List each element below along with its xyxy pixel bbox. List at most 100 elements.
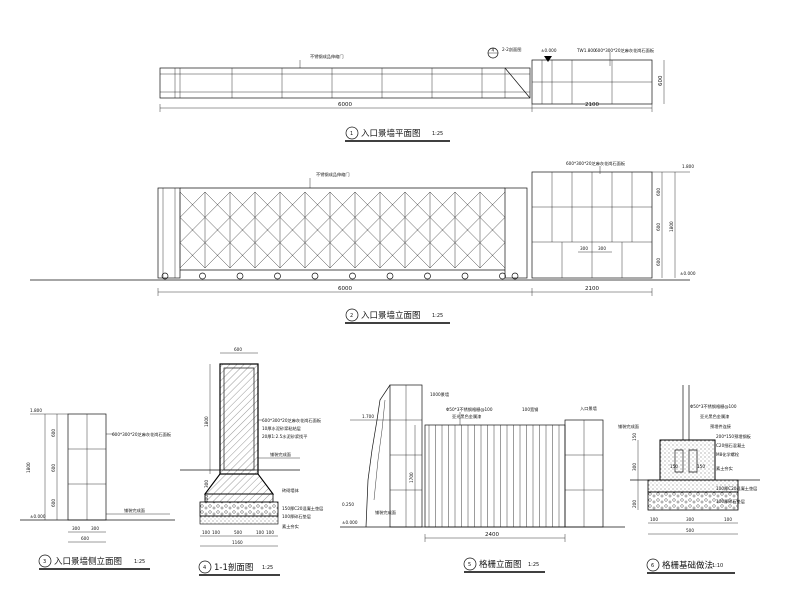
footing-note8: 100厚C20混凝土垫层 (716, 485, 757, 492)
lattice-strut (379, 191, 406, 269)
section-dim-foot1: 300 (204, 480, 209, 488)
lattice-strut (229, 191, 256, 269)
side-leader-stone: 600*300*20芝麻灰花岗石面板 (112, 431, 172, 438)
fence-leader-ground: 铺装完成面 (375, 509, 396, 516)
side-dim-v2: 600 (51, 464, 56, 472)
fence-number: 5 (468, 562, 471, 568)
section-note5: 砖砌墙体 (282, 487, 300, 494)
section-dim-height: 1800 (204, 416, 209, 427)
lattice-strut (254, 191, 281, 269)
lattice-strut (404, 191, 431, 269)
gate-wheel (161, 272, 169, 280)
lattice-strut (454, 191, 481, 269)
footing-block (659, 439, 716, 481)
footing-title: 格栅基础做法 (662, 560, 713, 571)
gate-wheel (199, 272, 206, 280)
gate-wheel (461, 272, 469, 280)
footing-dim-b3: 100 (724, 517, 732, 522)
gate-wheel (311, 272, 319, 280)
lattice-strut (179, 191, 206, 269)
side-dim-htotal: 600 (81, 536, 89, 541)
fence-elev-zero: ±0.000 (342, 520, 358, 525)
footing-dim-b2: 300 (686, 517, 694, 522)
side-number: 3 (43, 559, 46, 565)
plan-dim-depth: 600 (658, 75, 664, 86)
gate-wheel (386, 272, 394, 280)
side-elev-top: 1.800 (30, 408, 42, 413)
elevation-drawing: 300 300 不锈钢成品伸缩门 600*300*20芝麻灰花岗石面板 1.80… (30, 160, 696, 324)
section-notes: 600*300*20芝麻灰花岗石面板 10厚水泥砂浆粘结层 20厚1:2.5水泥… (258, 417, 323, 530)
plan-leader-stone: 600*300*20芝麻灰花岗石面板 (595, 47, 655, 54)
elev-leader-stone: 600*300*20芝麻灰花岗石面板 (566, 160, 626, 167)
plan-leader-gate: 不锈钢成品伸缩门 (310, 53, 344, 60)
plan-dim-gate: 6000 (338, 102, 352, 108)
elev-scale: 1:25 (432, 313, 443, 319)
gate-wheel (236, 272, 244, 280)
section-note8: 素土夯实 (282, 523, 299, 530)
fence-bars (428, 425, 560, 527)
gate-wheel (424, 272, 431, 280)
fence-dim-height: 1700 (409, 472, 414, 483)
elev-dim-v3: 600 (656, 258, 661, 266)
section-dim-b3: 500 (234, 530, 242, 535)
fence-scale: 1:25 (528, 562, 539, 568)
elev-elev-top: 1.800 (682, 164, 694, 169)
fence-leader-pole: Φ50*3不锈钢格栅@100 (446, 406, 493, 413)
footing-note7: 素土夯实 (716, 465, 733, 472)
side-dim-vtotal: 1800 (26, 462, 31, 473)
footing-note10: 铺装完成面 (618, 423, 639, 430)
section-note6: 150厚C20混凝土垫层 (282, 505, 323, 512)
gate-lattice (179, 191, 506, 269)
fence-elev-low: 0.250 (342, 502, 354, 507)
plan-elev-top: TW1.800 (576, 48, 596, 53)
footing-note2: 亚光黑色金属漆 (700, 413, 729, 420)
gate-wheel (511, 272, 519, 280)
fence-leader-top: 入口景墙 (580, 405, 597, 412)
section-dim-b2: 100 (212, 530, 220, 535)
gate-wheel (499, 272, 506, 280)
footing-dim-total: 500 (686, 528, 694, 533)
gate-wheels (161, 272, 519, 280)
elev-title: 入口景墙立面图 (361, 310, 421, 321)
lattice-strut (329, 191, 356, 269)
lattice-strut (354, 191, 381, 269)
section-title: 1-1剖面图 (214, 562, 253, 573)
section-dim-top: 600 (234, 347, 242, 352)
plan-scale: 1:25 (432, 131, 443, 137)
fence-leader-color: 亚光黑色金属漆 (452, 413, 481, 420)
gate-wheel (274, 272, 281, 280)
elev-dim-h2: 300 (598, 246, 606, 251)
section-scale: 1:25 (262, 565, 273, 571)
lattice-strut (429, 191, 456, 269)
side-elev-zero: ±0.000 (30, 514, 46, 519)
lattice-strut (204, 191, 231, 269)
section-drawing: 600 600*300*20芝麻灰花岗石面板 10厚水泥砂浆粘结层 20厚1:2… (180, 347, 323, 576)
plan-title: 入口景墙平面图 (361, 128, 421, 139)
fence-title: 格栅立面图 (479, 559, 522, 570)
footing-scale: 1:10 (712, 563, 723, 569)
footing-number: 6 (651, 563, 654, 569)
lattice-strut (279, 191, 306, 269)
gate-wheel (349, 272, 356, 280)
side-dim-h1: 300 (72, 526, 80, 531)
section-dim-bottom: 1160 (232, 540, 243, 545)
footing-note9: 100厚碎石垫层 (716, 498, 745, 505)
elev-dim-vtotal: 1800 (669, 221, 674, 232)
section-note2: 10厚水泥砂浆粘结层 (262, 425, 301, 432)
footing-dim-b1: 100 (650, 517, 658, 522)
fence-elev-mid: 1.700 (362, 414, 374, 419)
side-dim-v1: 600 (51, 429, 56, 437)
section-dim-b4: 100 (256, 530, 264, 535)
footing-drawing: Φ50*3不锈钢格栅@100 亚光黑色金属漆 预埋件连接 200*150预埋钢板… (618, 385, 760, 574)
section-gravel (199, 501, 279, 517)
plan-section-marker: 4 (492, 48, 495, 53)
fence-drawing: Φ50*3不锈钢格栅@100 亚光黑色金属漆 入口景墙 100宽钢 1000景墙… (340, 384, 625, 573)
plan-elev-zero: ±0.000 (541, 48, 557, 53)
section-dim-b1: 100 (202, 530, 210, 535)
fence-leader-cap: 1000景墙 (430, 391, 449, 398)
side-elevation-drawing: 铺装完成面 600*300*20芝麻灰花岗石面板 1.800 ±0.000 18… (20, 408, 175, 570)
section-note4: 铺装完成面 (270, 451, 291, 458)
section-note7: 100厚碎石垫层 (282, 513, 311, 520)
side-dim-h2: 300 (91, 526, 99, 531)
